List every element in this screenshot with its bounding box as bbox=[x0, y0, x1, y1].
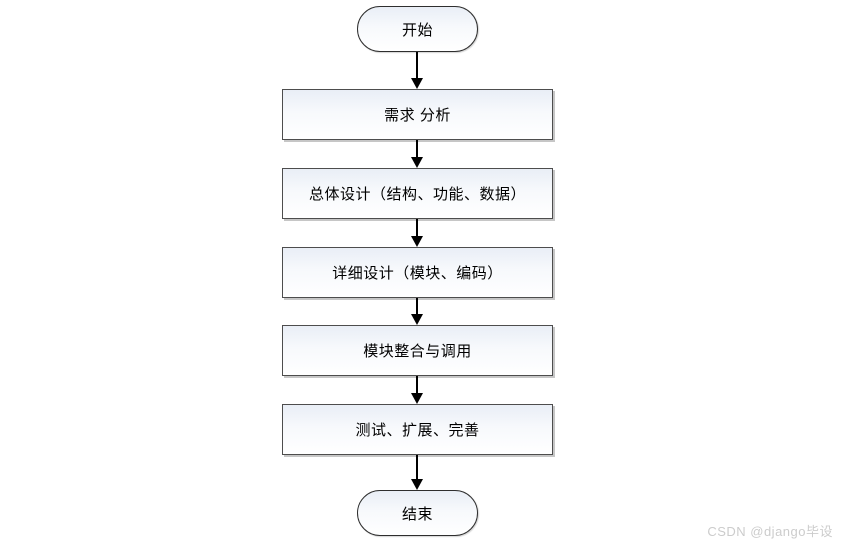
arrow-head-icon bbox=[411, 393, 423, 404]
arrow-shaft bbox=[416, 52, 418, 80]
process-node-label: 模块整合与调用 bbox=[363, 343, 472, 360]
arrow-down-icon bbox=[411, 219, 423, 247]
watermark: CSDN @django毕设 bbox=[707, 524, 833, 539]
arrow-shaft bbox=[416, 140, 418, 159]
arrow-head-icon bbox=[411, 479, 423, 490]
start-node-label: 开始 bbox=[401, 21, 433, 39]
arrow-shaft bbox=[416, 219, 418, 238]
arrow-head-icon bbox=[411, 236, 423, 247]
end-node-label: 结束 bbox=[401, 505, 433, 523]
arrow-shaft bbox=[416, 455, 418, 481]
process-node-label: 详细设计（模块、编码） bbox=[332, 265, 503, 282]
arrow-head-icon bbox=[411, 157, 423, 168]
arrow-shaft bbox=[416, 298, 418, 316]
process-node-module-integration: 模块整合与调用 bbox=[282, 325, 553, 376]
arrow-head-icon bbox=[411, 78, 423, 89]
arrow-down-icon bbox=[411, 455, 423, 490]
arrow-down-icon bbox=[411, 376, 423, 404]
process-node-label: 总体设计（结构、功能、数据） bbox=[308, 186, 526, 203]
arrow-shaft bbox=[416, 376, 418, 395]
process-node-detailed-design: 详细设计（模块、编码） bbox=[282, 247, 553, 298]
arrow-head-icon bbox=[411, 314, 423, 325]
process-node-label: 测试、扩展、完善 bbox=[355, 422, 480, 439]
process-node-requirements-analysis: 需求 分析 bbox=[282, 89, 553, 140]
process-node-label: 需求 分析 bbox=[384, 107, 451, 124]
start-node: 开始 bbox=[357, 6, 478, 52]
arrow-down-icon bbox=[411, 140, 423, 168]
process-node-testing-improvement: 测试、扩展、完善 bbox=[282, 404, 553, 455]
arrow-down-icon bbox=[411, 52, 423, 89]
end-node: 结束 bbox=[357, 490, 478, 536]
arrow-down-icon bbox=[411, 298, 423, 325]
process-node-overall-design: 总体设计（结构、功能、数据） bbox=[282, 168, 553, 219]
